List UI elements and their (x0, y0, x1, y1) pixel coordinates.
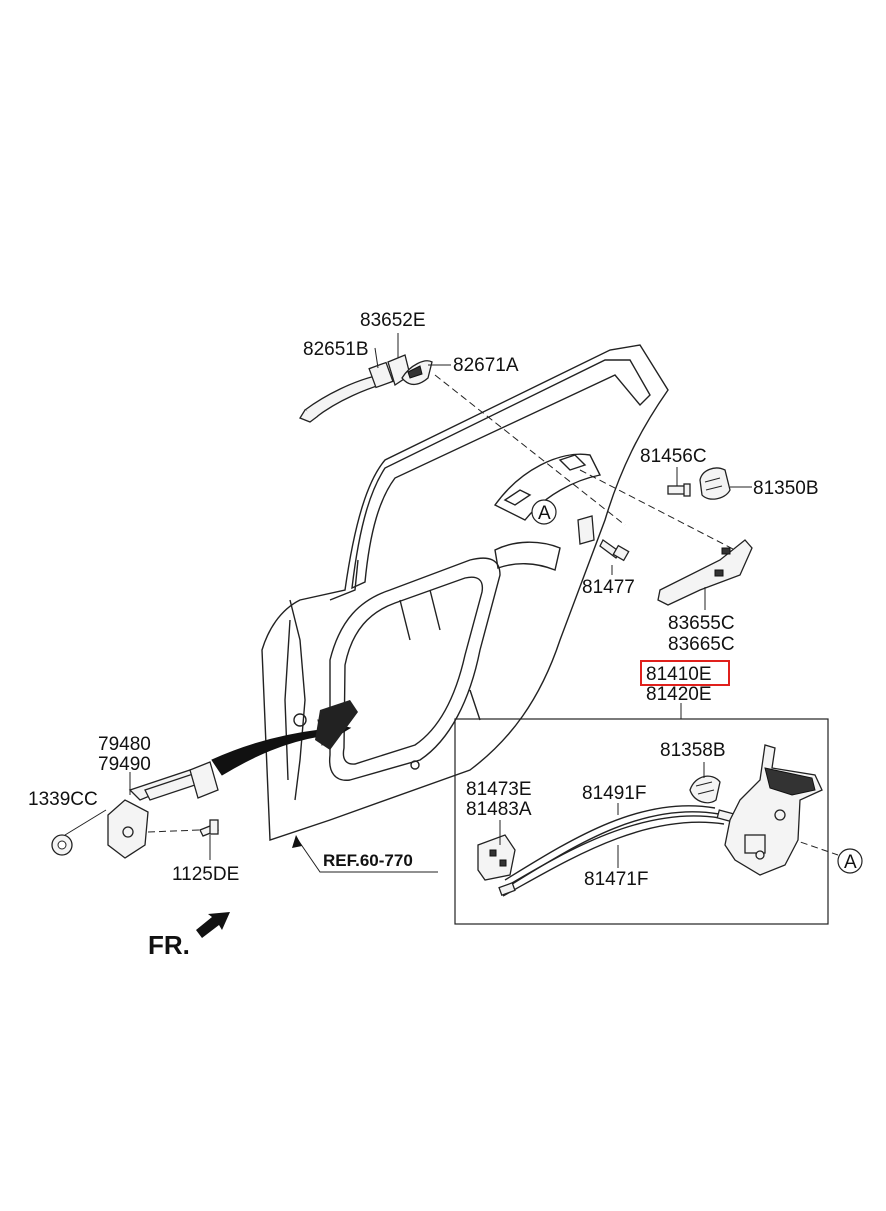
label-1125DE: 1125DE (172, 864, 239, 885)
leader-lines (64, 333, 752, 873)
label-81471F: 81471F (584, 869, 648, 890)
front-direction-arrow (196, 912, 230, 938)
label-81358B: 81358B (660, 740, 726, 761)
dash-line-checker (147, 829, 201, 833)
lock-assembly-box (454, 718, 829, 925)
dash-line-handle (434, 374, 626, 526)
door-checker (51, 761, 219, 859)
label-83665C: 83665C (668, 634, 735, 655)
outside-handle-assembly (299, 354, 433, 423)
screw-81456C (667, 483, 691, 497)
label-82651B: 82651B (303, 339, 369, 360)
door-panel (261, 344, 669, 841)
circle-marker-a-right-text: A (844, 852, 857, 873)
label-81420E: 81420E (646, 684, 712, 705)
label-79490: 79490 (98, 754, 151, 775)
door-latch (724, 744, 823, 876)
dash-line-inner-handle (579, 469, 736, 551)
circle-marker-a-right: A (837, 848, 863, 874)
label-83652E: 83652E (360, 310, 426, 331)
label-81477: 81477 (582, 577, 635, 598)
clip-81350B (699, 467, 731, 500)
label-82671A: 82671A (453, 355, 519, 376)
inside-handle-cable-part (477, 834, 516, 881)
label-81410E: 81410E (646, 664, 712, 685)
label-1339CC: 1339CC (28, 789, 98, 810)
label-front: FR. (148, 930, 190, 960)
label-81456C: 81456C (640, 446, 707, 467)
circle-marker-a-top-text: A (538, 503, 551, 524)
circle-marker-a-top: A (531, 499, 557, 525)
bolt-81477 (577, 515, 630, 562)
label-81491F: 81491F (582, 783, 646, 804)
label-81483A: 81483A (466, 799, 532, 820)
highlight-box-81410E (640, 660, 730, 686)
label-81350B: 81350B (753, 478, 819, 499)
door-handle-arrow-part (315, 700, 358, 750)
inside-handle-part (657, 539, 753, 606)
clip-81358B (689, 775, 721, 804)
label-83655C: 83655C (668, 613, 735, 634)
label-79480: 79480 (98, 734, 151, 755)
label-ref: REF.60-770 (323, 851, 413, 870)
label-81473E: 81473E (466, 779, 532, 800)
